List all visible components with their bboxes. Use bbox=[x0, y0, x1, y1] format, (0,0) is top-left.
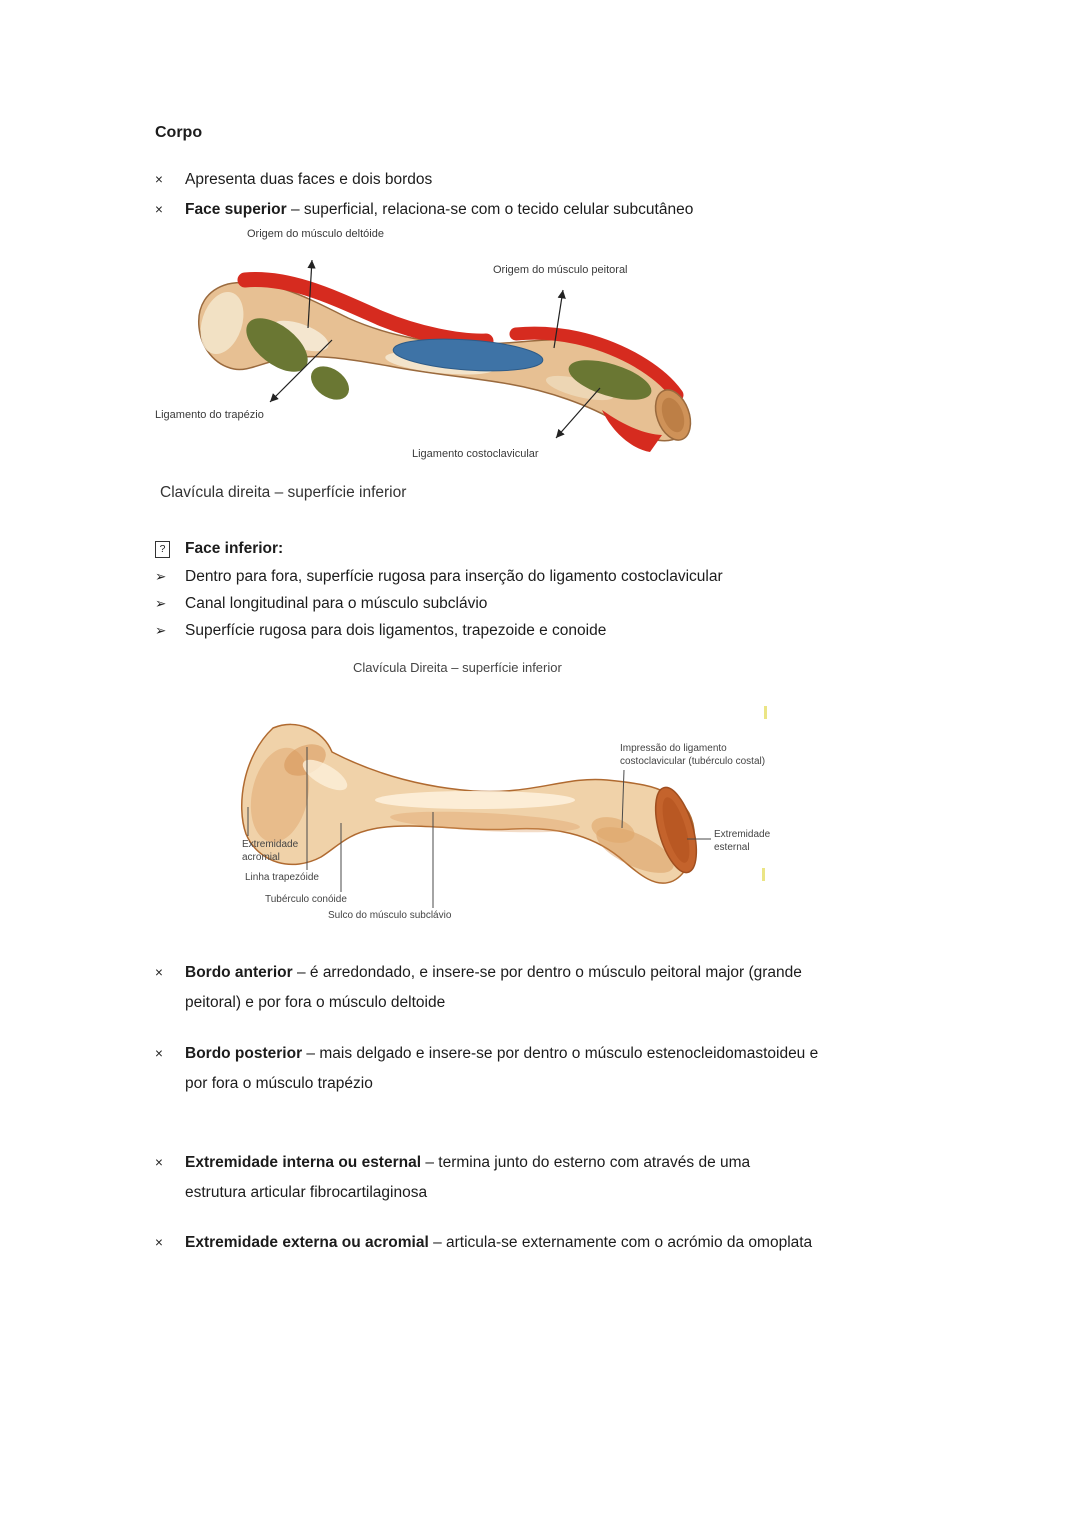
bullet-run: – mais delgado e insere-se por dentro o … bbox=[185, 1045, 819, 1092]
bullet-run: – termina junto do esterno com através d… bbox=[185, 1154, 751, 1201]
label-deltoid-origin: Origem do músculo deltóide bbox=[247, 228, 384, 240]
label-sternal-end: Extremidade esternal bbox=[714, 829, 771, 853]
face-inferior-item-text: Dentro para fora, superfície rugosa para… bbox=[185, 568, 723, 585]
arrow-deltoid bbox=[307, 259, 316, 329]
x-bullet-icon: × bbox=[155, 1155, 163, 1170]
bullet-text: Bordo anterior – é arredondado, e insere… bbox=[185, 958, 947, 1018]
figure1-arrows bbox=[269, 259, 601, 439]
bone-shading bbox=[250, 747, 310, 843]
bullet-run: Apresenta duas faces e dois bordos bbox=[185, 171, 433, 188]
bullet-face-superior: × Face superior – superficial, relaciona… bbox=[155, 195, 947, 225]
arrow-costoclavicular bbox=[555, 387, 601, 439]
muscle-attachments bbox=[237, 272, 684, 452]
arrow-trapezius bbox=[269, 339, 333, 403]
bullet-bold: Bordo anterior bbox=[185, 964, 293, 981]
bullet-duas-faces: × Apresenta duas faces e dois bordos bbox=[155, 165, 947, 195]
clavicle-illustration-1 bbox=[198, 259, 692, 452]
label-trapezius-ligament: Ligamento do trapézio bbox=[155, 409, 264, 421]
label-pectoral-origin: Origem do músculo peitoral bbox=[493, 264, 628, 276]
label-costoclavicular-ligament: Ligamento costoclavicular bbox=[412, 448, 539, 460]
sternal-end-face bbox=[654, 389, 692, 441]
red-patch bbox=[602, 410, 662, 452]
boxed-question-mark: ? bbox=[155, 541, 170, 558]
face-inferior-title-row: ? Face inferior: bbox=[155, 538, 947, 560]
figure2-caption: Clavícula Direita – superfície inferior bbox=[353, 660, 562, 675]
x-bullet-icon: × bbox=[155, 1046, 163, 1061]
arrowhead-bullet-icon: ➢ bbox=[155, 623, 167, 638]
scan-artifacts bbox=[762, 706, 767, 881]
bullet-bordo-anterior: × Bordo anterior – é arredondado, e inse… bbox=[155, 958, 947, 1018]
conoid-ligament-patch bbox=[311, 366, 349, 400]
arrowhead-bullet-icon: ➢ bbox=[155, 569, 167, 584]
face-inferior-item: ➢ Canal longitudinal para o músculo subc… bbox=[155, 593, 947, 615]
bullet-text: Extremidade externa ou acromial – articu… bbox=[185, 1228, 947, 1258]
bone-shading bbox=[390, 811, 580, 833]
bullet-text: Face superior – superficial, relaciona-s… bbox=[185, 195, 947, 225]
x-bullet-icon: × bbox=[155, 202, 163, 217]
bone-body-2 bbox=[241, 723, 695, 884]
page-title: Corpo bbox=[155, 124, 203, 141]
costal-tubercle-spot bbox=[591, 817, 635, 843]
trapezoid-ligament-patch bbox=[246, 318, 308, 372]
bullet-text: Extremidade interna ou esternal – termin… bbox=[185, 1148, 947, 1208]
bullet-text: Apresenta duas faces e dois bordos bbox=[185, 165, 947, 195]
face-inferior-item-text: Canal longitudinal para o músculo subclá… bbox=[185, 595, 488, 612]
bone-highlight bbox=[375, 791, 575, 809]
bullet-run: – é arredondado, e insere-se por dentro … bbox=[185, 964, 802, 1011]
arrowhead-bullet-icon: ➢ bbox=[155, 596, 167, 611]
label-subclavius-groove: Sulco do músculo subclávio bbox=[328, 910, 452, 921]
figure-clavicle-painted: Origem do músculo deltóide Origem do mús… bbox=[150, 228, 710, 478]
sternal-end-face-2 bbox=[654, 786, 698, 874]
bullet-bold: Extremidade externa ou acromial bbox=[185, 1234, 429, 1251]
bullet-extremidade-externa: × Extremidade externa ou acromial – arti… bbox=[155, 1228, 947, 1258]
bone-highlight bbox=[200, 291, 244, 355]
face-inferior-title-text: Face inferior: bbox=[185, 540, 284, 557]
label-trapezoid-line: Linha trapezóide bbox=[245, 872, 319, 883]
label-costal-tubercle: Impressão do ligamento costoclavicular (… bbox=[620, 743, 766, 767]
figure1-caption: Clavícula direita – superfície inferior bbox=[160, 484, 407, 501]
bullet-bold: Bordo posterior bbox=[185, 1045, 303, 1062]
subclavius-groove bbox=[392, 338, 544, 372]
costoclavicular-ligament-patch bbox=[568, 360, 652, 400]
figure-clavicle-lineart: Impressão do ligamento costoclavicular (… bbox=[235, 700, 795, 940]
face-inferior-item: ➢ Superfície rugosa para dois ligamentos… bbox=[155, 620, 947, 642]
x-bullet-icon: × bbox=[155, 1235, 163, 1250]
bullet-run: – superficial, relaciona-se com o tecido… bbox=[286, 201, 694, 218]
label-acromial-end: Extremidade acromial bbox=[242, 839, 299, 863]
face-inferior-item-text: Superfície rugosa para dois ligamentos, … bbox=[185, 622, 607, 639]
label-conoid-tubercle: Tubérculo conóide bbox=[265, 894, 347, 905]
missing-glyph-bullet-icon: ? bbox=[155, 538, 185, 560]
figure2-leader-lines bbox=[247, 747, 711, 908]
bone-highlight bbox=[302, 759, 348, 791]
bullet-text: Bordo posterior – mais delgado e insere-… bbox=[185, 1039, 947, 1099]
bone-highlight bbox=[545, 375, 615, 401]
pectoral-origin-band bbox=[509, 326, 684, 402]
bullet-extremidade-interna: × Extremidade interna ou esternal – term… bbox=[155, 1148, 947, 1208]
x-bullet-icon: × bbox=[155, 172, 163, 187]
x-bullet-icon: × bbox=[155, 965, 163, 980]
bullet-run: – articula-se externamente com o acrómio… bbox=[428, 1234, 813, 1251]
arrow-pectoral bbox=[553, 289, 566, 349]
face-inferior-item: ➢ Dentro para fora, superfície rugosa pa… bbox=[155, 566, 947, 588]
leader-impressao bbox=[621, 769, 625, 829]
bullet-bold: Face superior bbox=[185, 201, 287, 218]
clavicle-illustration-2 bbox=[241, 706, 767, 908]
face-inferior-title: Face inferior: bbox=[185, 538, 947, 560]
bullet-bold: Extremidade interna ou esternal bbox=[185, 1154, 422, 1171]
bullet-bordo-posterior: × Bordo posterior – mais delgado e inser… bbox=[155, 1039, 947, 1099]
